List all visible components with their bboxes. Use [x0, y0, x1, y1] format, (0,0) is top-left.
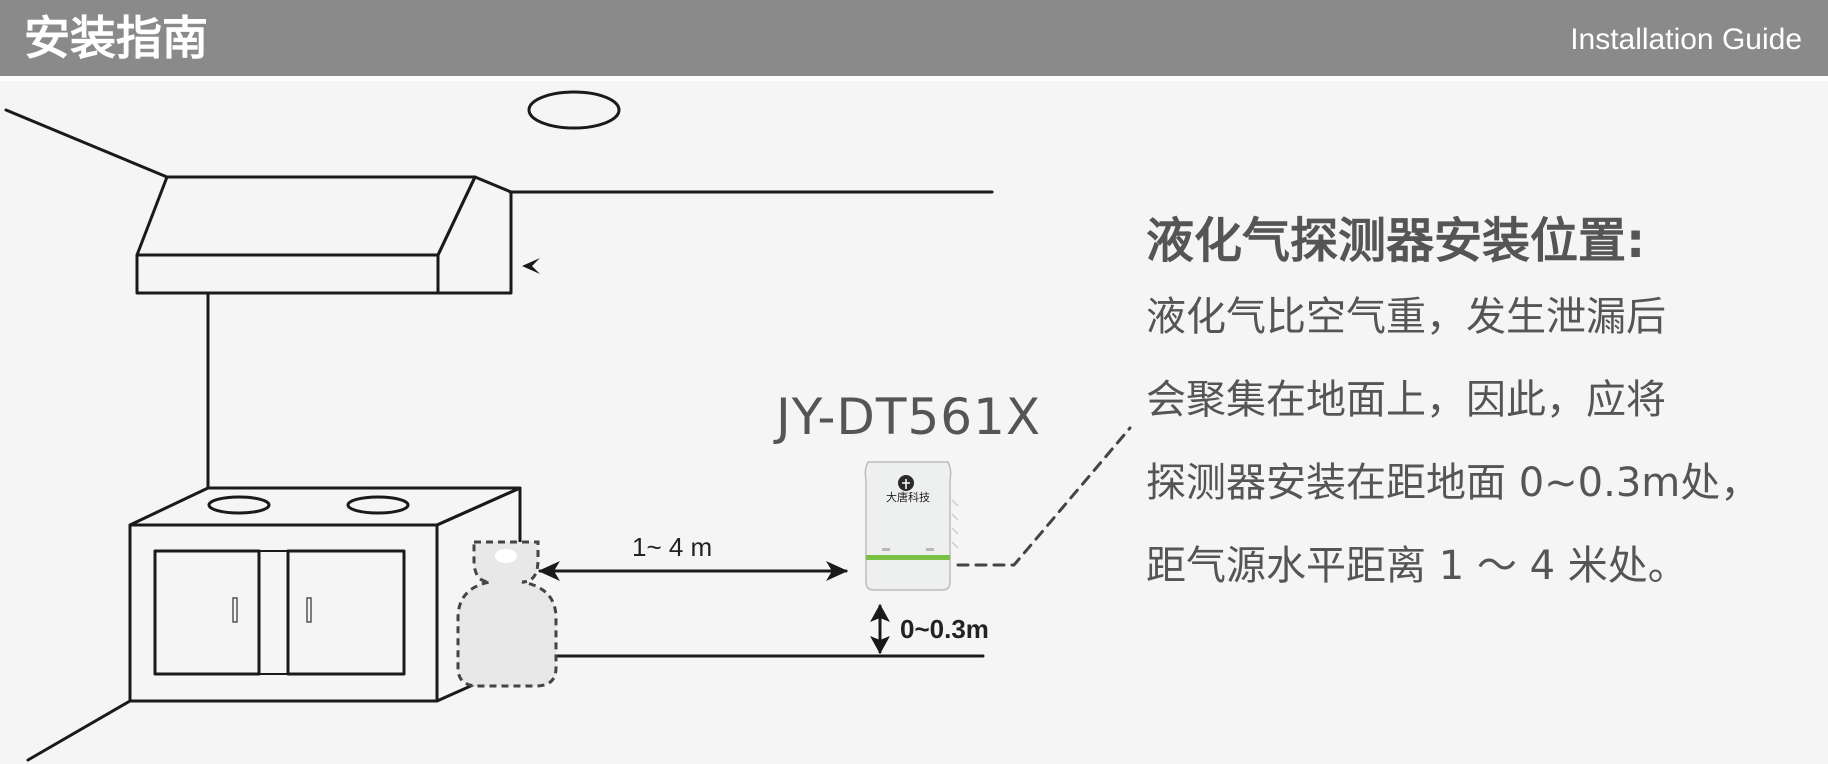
arrow-head-up [870, 604, 890, 622]
gas-cylinder [456, 540, 558, 688]
panel-line: 液化气比空气重，发生泄漏后 [1146, 294, 1666, 340]
device-model-label: JY-DT561X [776, 388, 1042, 446]
arrow-head-down [870, 636, 890, 654]
cabinet-top [128, 486, 522, 527]
header-bar: 安装指南 Installation Guide [0, 0, 1828, 76]
panel-title: 液化气探测器安装位置: [1146, 213, 1646, 269]
leader-line [956, 426, 1132, 567]
range-hood-front [135, 253, 440, 295]
detector-device: 大唐科技 [864, 461, 959, 591]
chevron-left-icon [522, 258, 540, 274]
ceiling-left-line [4, 108, 169, 179]
height-label: 0~0.3m [900, 614, 989, 644]
cabinet-door-left [153, 549, 261, 676]
floor-left-line [26, 699, 132, 762]
arrow-head-right [826, 561, 848, 581]
page-subtitle: Installation Guide [1570, 23, 1802, 56]
page-title: 安装指南 [24, 11, 208, 65]
gas-cylinder-valve [495, 549, 517, 563]
panel-line: 会聚集在地面上，因此，应将 [1146, 377, 1666, 423]
panel-line: 探测器安装在距地面 0~0.3m处， [1146, 460, 1761, 506]
range-hood-side [436, 175, 513, 295]
panel-line: 距气源水平距离 1 ～ 4 米处。 [1146, 543, 1688, 589]
stove-burner-left [207, 495, 271, 515]
cabinet-door-right [286, 549, 406, 676]
stove-burner-right [346, 495, 410, 515]
ceiling-lamp [527, 90, 621, 130]
distance-label: 1~ 4 m [632, 532, 713, 562]
arrow-head-left [538, 561, 560, 581]
brand-text: 大唐科技 [886, 490, 930, 504]
door-handle-right [306, 597, 312, 623]
door-handle-left [232, 597, 238, 623]
description-panel: 液化气探测器安装位置: 液化气比空气重，发生泄漏后 会聚集在地面上，因此，应将 … [1146, 206, 1806, 608]
range-hood-top [135, 175, 477, 257]
header-divider [0, 76, 1828, 81]
